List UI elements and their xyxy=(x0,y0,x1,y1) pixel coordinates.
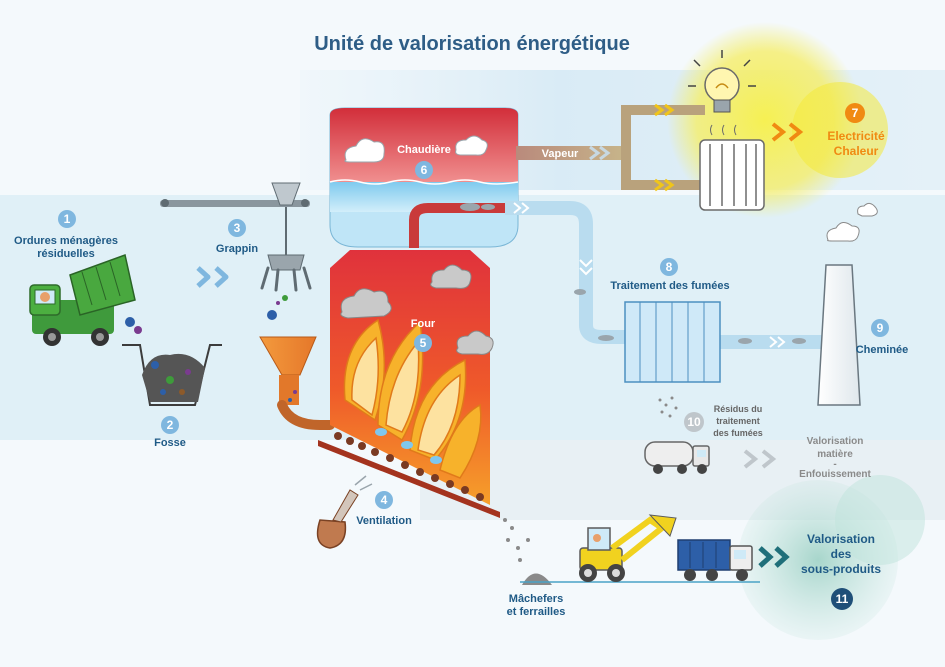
feed-hopper-icon xyxy=(259,336,335,430)
byproducts-glow-2 xyxy=(835,475,925,565)
steam-cloud-icon xyxy=(344,138,385,163)
garbage-truck-icon xyxy=(29,254,142,346)
step-10-badge xyxy=(684,412,704,432)
steam-pipe xyxy=(516,103,705,192)
step-10: 10 Résidus du traitement des fumées xyxy=(684,404,763,438)
valorisation-matiere-line1: Valorisation xyxy=(807,436,864,447)
flames xyxy=(343,318,482,479)
step-1-badge xyxy=(58,210,76,228)
residue-arrows xyxy=(743,449,777,469)
step-4-label: Ventilation xyxy=(356,515,412,527)
step-3-number: 3 xyxy=(234,221,241,235)
step-9-badge xyxy=(871,319,889,337)
machefers-line2: et ferrailles xyxy=(507,606,566,618)
flue-gas-treatment-unit xyxy=(624,301,721,418)
step-9-number: 9 xyxy=(877,321,884,335)
step-5-badge xyxy=(414,334,432,352)
step-10-number: 10 xyxy=(687,415,701,429)
page-title: Unité de valorisation énergétique xyxy=(314,33,630,55)
enfouissement-label: Enfouissement xyxy=(799,469,871,480)
waste-pit-icon xyxy=(122,344,222,406)
step-2-label: Fosse xyxy=(154,437,186,449)
step-7-number: 7 xyxy=(852,106,859,120)
steam-label: Vapeur xyxy=(542,148,579,160)
step-8-number: 8 xyxy=(666,260,673,274)
bottom-ash-label: Mâchefers et ferrailles xyxy=(507,593,566,618)
step-7: 7 Electricité Chaleur xyxy=(827,103,885,158)
step-6-number: 6 xyxy=(421,163,428,177)
boiler xyxy=(329,107,519,248)
tanker-truck-icon xyxy=(644,441,710,474)
flow-arrows-waste xyxy=(196,266,229,288)
step-4-badge xyxy=(375,491,393,509)
step-3: 3 Grappin xyxy=(216,219,258,255)
ventilation-bellows-icon xyxy=(316,475,373,549)
dump-truck-icon xyxy=(677,539,753,581)
steam-cloud-icon-2 xyxy=(455,135,488,156)
machefers-line1: Mâchefers xyxy=(509,593,563,605)
step-7-label-line2: Chaleur xyxy=(834,144,879,158)
step-1-number: 1 xyxy=(64,212,71,226)
step-3-badge xyxy=(228,219,246,237)
chimney-smoke-icon xyxy=(826,222,860,242)
step-7-badge xyxy=(845,103,865,123)
step-4: 4 Ventilation xyxy=(356,491,412,527)
step-10-label-line2: traitement xyxy=(716,416,760,426)
smoke-cloud-icon xyxy=(340,264,494,355)
valorisation-matiere-dash: - xyxy=(833,459,836,470)
step-11-label-line1: Valorisation xyxy=(807,532,875,546)
step-11-label-line2: des xyxy=(831,547,852,561)
step-11-label-line3: sous-produits xyxy=(801,562,881,576)
step-5: Four 5 xyxy=(411,318,436,352)
step-11: Valorisation des sous-produits 11 xyxy=(801,532,881,610)
step-5-label: Four xyxy=(411,318,436,330)
wheel-loader-icon xyxy=(579,514,677,582)
energy-arrows xyxy=(771,122,804,142)
step-6: Chaudière 6 xyxy=(397,144,451,179)
step-1-label-line1: Ordures ménagères xyxy=(14,235,118,247)
step-3-label: Grappin xyxy=(216,243,258,255)
step-11-number: 11 xyxy=(836,592,849,606)
step-5-number: 5 xyxy=(420,336,427,350)
valorisation-matiere-line2: matière xyxy=(817,449,853,460)
step-11-badge xyxy=(831,588,853,610)
step-8-label: Traitement des fumées xyxy=(610,280,729,292)
step-2-badge xyxy=(161,416,179,434)
energy-glow-inner xyxy=(792,82,888,178)
light-bulb-icon xyxy=(688,50,756,113)
byproduct-arrows xyxy=(758,546,790,568)
step-2: 2 Fosse xyxy=(154,416,186,449)
chimney xyxy=(817,202,878,406)
step-10-label-line1: Résidus du xyxy=(714,404,763,414)
step-10-label-line3: des fumées xyxy=(713,428,763,438)
grapple-crane-icon xyxy=(160,182,312,320)
step-9: 9 Cheminée xyxy=(856,319,909,356)
furnace xyxy=(318,250,500,518)
step-1: 1 Ordures ménagères résiduelles xyxy=(14,210,118,260)
step-8: 8 Traitement des fumées xyxy=(610,258,730,292)
step-6-badge xyxy=(415,161,433,179)
step-7-label-line1: Electricité xyxy=(827,129,885,143)
step-8-badge xyxy=(660,258,678,276)
material-recovery-text: Valorisation matière - Enfouissement xyxy=(799,436,871,480)
step-9-label: Cheminée xyxy=(856,344,909,356)
radiator-icon xyxy=(699,124,765,211)
step-4-number: 4 xyxy=(381,493,388,507)
step-6-label: Chaudière xyxy=(397,144,451,156)
step-2-number: 2 xyxy=(167,418,174,432)
step-1-label-line2: résiduelles xyxy=(37,248,94,260)
flue-gas-pipe xyxy=(460,201,830,349)
